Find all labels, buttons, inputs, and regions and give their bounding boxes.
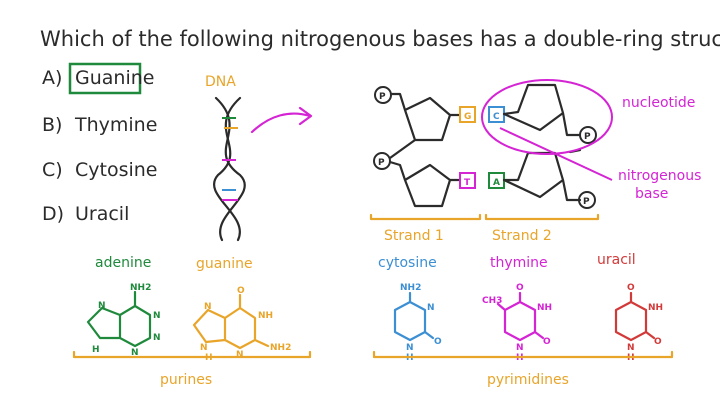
thymine-structure: thymine O CH3 NH O N H xyxy=(482,255,552,363)
svg-text:C: C xyxy=(493,112,500,122)
svg-text:O: O xyxy=(434,337,442,347)
svg-text:P: P xyxy=(379,92,386,102)
option-letter: B) xyxy=(42,114,62,136)
nucleotide-pair-diagram: P G P T C P A P nucleotide nitrogenous b… xyxy=(369,79,701,244)
base-t-box xyxy=(459,172,476,189)
svg-text:O: O xyxy=(627,283,635,293)
arrow-icon xyxy=(250,106,313,134)
purines-bracket xyxy=(72,350,312,359)
adenine-structure: adenine NH2 N N N N H xyxy=(86,255,161,358)
svg-text:N: N xyxy=(153,333,161,343)
svg-text:N: N xyxy=(153,311,161,321)
adenine-label: adenine xyxy=(95,255,151,271)
pyrimidines-label: pyrimidines xyxy=(487,372,569,388)
option-label: Thymine xyxy=(74,114,157,136)
answer-option-c[interactable]: C) Cytosine xyxy=(42,159,158,181)
answer-option-d[interactable]: D) Uracil xyxy=(42,203,129,225)
svg-text:NH: NH xyxy=(537,303,552,313)
base-g-box xyxy=(459,106,476,123)
svg-text:CH3: CH3 xyxy=(482,296,502,306)
guanine-structure: guanine O NH NH2 N N N H xyxy=(192,256,291,363)
svg-text:O: O xyxy=(237,286,245,296)
phosphate-icon xyxy=(579,126,597,144)
option-label: Guanine xyxy=(75,67,154,89)
strand-2-label: Strand 2 xyxy=(492,228,552,244)
purines-label: purines xyxy=(160,372,212,388)
selected-answer-box xyxy=(68,62,142,95)
dna-label: DNA xyxy=(205,74,236,90)
svg-text:T: T xyxy=(464,178,471,188)
base-label: base xyxy=(635,186,668,202)
guanine-label: guanine xyxy=(196,256,253,272)
svg-text:N: N xyxy=(131,348,139,358)
pyrimidines-bracket xyxy=(372,350,674,359)
svg-text:N: N xyxy=(200,343,208,353)
nucleotide-label: nucleotide xyxy=(622,95,695,111)
answer-option-a[interactable]: A) Guanine xyxy=(42,62,154,95)
svg-text:H: H xyxy=(92,345,100,355)
option-label: Uracil xyxy=(75,203,129,225)
strand-1-label: Strand 1 xyxy=(384,228,444,244)
option-label: Cytosine xyxy=(75,159,158,181)
nitrogenous-label: nitrogenous xyxy=(618,168,701,184)
uracil-structure: uracil O NH O N H xyxy=(597,252,663,363)
svg-text:N: N xyxy=(627,343,635,353)
question-text: Which of the following nitrogenous bases… xyxy=(40,27,720,51)
answer-option-b[interactable]: B) Thymine xyxy=(42,114,157,136)
uracil-label: uracil xyxy=(597,252,636,268)
svg-text:N: N xyxy=(204,302,212,312)
option-letter: D) xyxy=(42,203,64,225)
svg-text:O: O xyxy=(516,283,524,293)
svg-text:O: O xyxy=(543,337,551,347)
option-letter: C) xyxy=(42,159,63,181)
nucleotide-ellipse xyxy=(481,79,613,155)
option-letter: A) xyxy=(42,67,62,89)
svg-text:N: N xyxy=(406,343,414,353)
svg-text:NH2: NH2 xyxy=(130,283,151,293)
dna-helix-icon xyxy=(213,96,246,242)
pointer-line xyxy=(499,127,613,181)
cytosine-structure: cytosine NH2 N O N H xyxy=(378,255,442,363)
svg-text:O: O xyxy=(654,337,662,347)
thymine-label: thymine xyxy=(490,255,548,271)
svg-text:A: A xyxy=(493,178,500,188)
svg-text:N: N xyxy=(516,343,524,353)
phosphate-icon xyxy=(578,191,596,209)
svg-text:NH2: NH2 xyxy=(270,343,291,353)
svg-text:N: N xyxy=(98,301,106,311)
svg-text:P: P xyxy=(584,132,591,142)
svg-text:G: G xyxy=(464,112,471,122)
svg-text:NH2: NH2 xyxy=(400,283,421,293)
svg-text:NH: NH xyxy=(258,311,273,321)
svg-text:N: N xyxy=(236,350,244,360)
svg-text:P: P xyxy=(378,158,385,168)
svg-text:NH: NH xyxy=(648,303,663,313)
cytosine-label: cytosine xyxy=(378,255,437,271)
svg-text:N: N xyxy=(427,303,435,313)
svg-text:P: P xyxy=(583,197,590,207)
